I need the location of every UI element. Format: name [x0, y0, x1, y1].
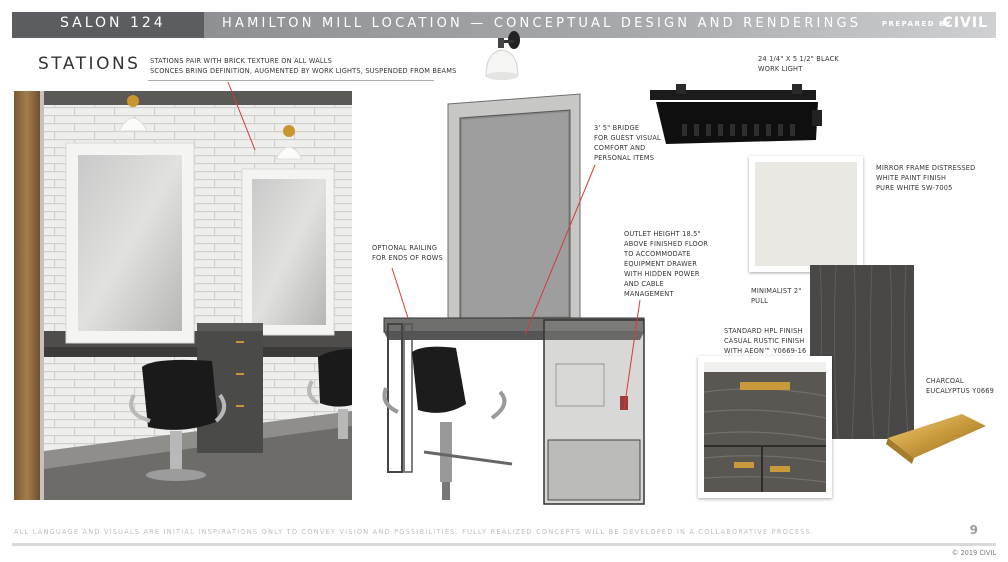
note-line: 3' 5" BRIDGE [594, 124, 640, 132]
note-line: FOR GUEST VISUAL [594, 134, 661, 142]
note-line: ABOVE FINISHED FLOOR [624, 240, 709, 248]
header-brand-bar: SALON 124 [12, 12, 204, 38]
note-line: EQUIPMENT DRAWER [624, 260, 698, 268]
station-rendering-image [14, 91, 352, 500]
brass-pull-image [886, 414, 986, 464]
note-line: STANDARD HPL FINISH [724, 327, 803, 335]
title-divider [148, 80, 434, 81]
hpl-sample-card [698, 356, 832, 498]
work-light-image [650, 84, 822, 144]
note-line: WITH AEON™ Y0669-16 [724, 347, 807, 355]
section-title: STATIONS [38, 54, 141, 74]
note-line: MANAGEMENT [624, 290, 674, 298]
charcoal-note: CHARCOAL EUCALYPTUS Y0669 [926, 376, 994, 396]
note-line: OUTLET HEIGHT 18.5" [624, 230, 701, 238]
note-line: WITH HIDDEN POWER [624, 270, 700, 278]
note-line: PERSONAL ITEMS [594, 154, 655, 162]
note-line: OPTIONAL RAILING [372, 244, 438, 252]
note-line: WORK LIGHT [758, 65, 803, 73]
footer-divider [12, 543, 996, 546]
work-light-note: 24 1/4" X 5 1/2" BLACK WORK LIGHT [758, 54, 839, 74]
page-title: HAMILTON MILL LOCATION — CONCEPTUAL DESI… [222, 16, 862, 31]
note-line: MIRROR FRAME DISTRESSED [876, 164, 976, 172]
note-line: WHITE PAINT FINISH [876, 174, 947, 182]
note-line: CHARCOAL [926, 377, 964, 385]
note-line: COMFORT AND [594, 144, 646, 152]
disclaimer-text: ALL LANGUAGE AND VISUALS ARE INITIAL INS… [14, 528, 815, 536]
note-line: AND CABLE [624, 280, 664, 288]
note-line: CASUAL RUSTIC FINISH [724, 337, 805, 345]
mirror-white-swatch [755, 162, 857, 266]
note-line: TO ACCOMMODATE [624, 250, 691, 258]
outlet-note: OUTLET HEIGHT 18.5" ABOVE FINISHED FLOOR… [624, 229, 708, 299]
note-line: EUCALYPTUS Y0669 [926, 387, 995, 395]
mirror-white-swatch-card [749, 156, 863, 272]
bridge-note: 3' 5" BRIDGE FOR GUEST VISUAL COMFORT AN… [594, 123, 661, 163]
mirror-frame-note: MIRROR FRAME DISTRESSED WHITE PAINT FINI… [876, 163, 975, 193]
pull-note: MINIMALIST 2" PULL [751, 286, 801, 306]
note-line: MINIMALIST 2" [751, 287, 802, 295]
note-line: PURE WHITE SW-7005 [876, 184, 953, 192]
note-line: FOR ENDS OF ROWS [372, 254, 443, 262]
hpl-note: STANDARD HPL FINISH CASUAL RUSTIC FINISH… [724, 326, 806, 356]
header-title-bar: HAMILTON MILL LOCATION — CONCEPTUAL DESI… [204, 12, 996, 38]
copyright-text: © 2019 CIVIL [951, 549, 996, 557]
prepared-by-label: PREPARED BY [881, 20, 952, 28]
civil-logo: CIVIL [942, 15, 988, 31]
station-3d-drawing [382, 93, 645, 505]
section-desc-line: SCONCES BRING DEFINITION, AUGMENTED BY W… [150, 67, 457, 75]
note-line: 24 1/4" X 5 1/2" BLACK [758, 55, 839, 63]
section-desc-line: STATIONS PAIR WITH BRICK TEXTURE ON ALL … [150, 57, 333, 65]
sconce-icon [485, 31, 520, 80]
section-description: STATIONS PAIR WITH BRICK TEXTURE ON ALL … [150, 56, 457, 76]
brand-name: SALON 124 [60, 15, 166, 31]
page-number: 9 [969, 523, 978, 537]
railing-note: OPTIONAL RAILING FOR ENDS OF ROWS [372, 243, 443, 263]
note-line: PULL [751, 297, 768, 305]
hpl-cabinet-sample-image [704, 362, 826, 492]
